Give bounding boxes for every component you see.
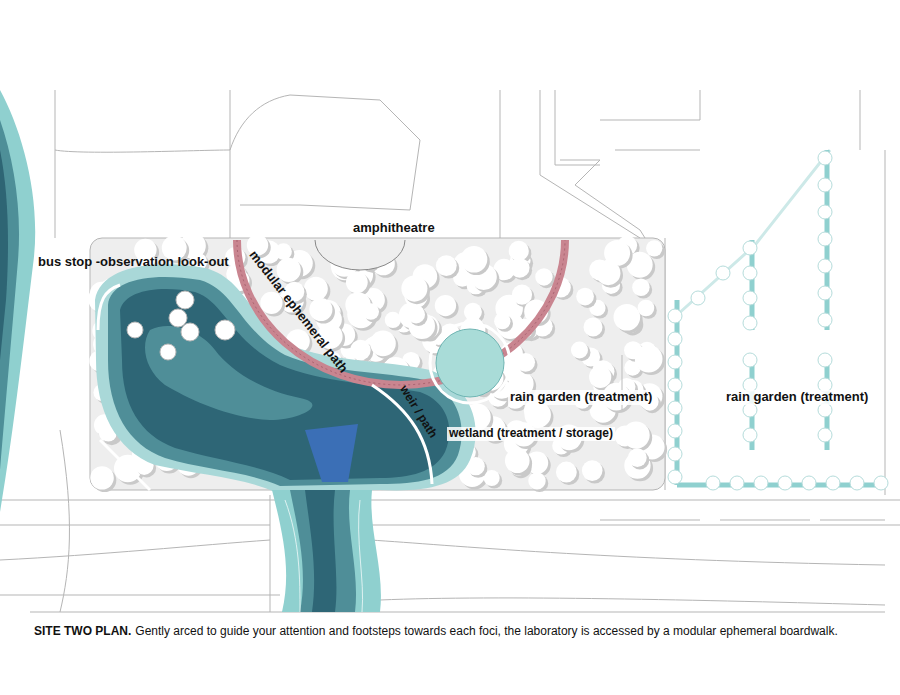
rain-garden-circle: [436, 329, 504, 397]
amphitheatre-shape: [315, 240, 405, 270]
planting-dot: [743, 291, 757, 305]
planting-dot: [874, 476, 888, 490]
tree-canopy: [88, 233, 667, 493]
stream: [272, 490, 381, 612]
boardwalk-modules: [237, 240, 565, 385]
rain-garden-ring: [430, 323, 510, 403]
planting-dot: [850, 476, 864, 490]
tree: [528, 472, 545, 489]
tree: [509, 241, 529, 261]
tree: [632, 279, 649, 296]
rain-garden-label: rain garden (treatment): [724, 390, 870, 405]
planting-dot: [743, 428, 757, 442]
street-lines: [0, 90, 900, 612]
planting-dot: [818, 232, 832, 246]
planting-dot: [818, 428, 832, 442]
planting-dot: [716, 266, 730, 280]
planting-dot: [706, 476, 720, 490]
planting-dot: [818, 403, 832, 417]
tree: [584, 317, 603, 336]
tree: [350, 340, 371, 361]
tree: [646, 240, 662, 256]
rain-garden-grid: [668, 150, 888, 490]
amphitheatre-label: amphitheatre: [353, 221, 435, 236]
planting-dot: [668, 378, 682, 392]
tree: [401, 276, 427, 302]
rain-garden-label: rain garden (treatment): [508, 390, 654, 405]
planting-dot: [818, 178, 832, 192]
tree: [556, 462, 577, 483]
tree: [535, 268, 552, 285]
tree: [435, 295, 456, 316]
tree: [407, 306, 425, 324]
planting-dot: [743, 266, 757, 280]
tree: [362, 303, 379, 320]
planting-dot: [668, 401, 682, 415]
tree: [638, 300, 655, 317]
modular-ephemeral-path: [237, 240, 565, 385]
tree: [582, 460, 603, 481]
tree: [576, 288, 594, 306]
planting-dot: [668, 424, 682, 438]
planting-dot: [754, 476, 768, 490]
tree: [90, 466, 113, 489]
bus-stop-path: [98, 285, 120, 330]
planting-dot: [778, 476, 792, 490]
tree: [461, 246, 488, 273]
tree: [436, 255, 457, 276]
planting-dot: [818, 286, 832, 300]
planting-dot: [743, 241, 757, 255]
tree: [385, 312, 401, 328]
island-trees: [127, 291, 235, 360]
tree: [614, 304, 641, 331]
planting-dot: [743, 403, 757, 417]
tree: [571, 341, 588, 358]
tree: [589, 366, 611, 388]
planting-dot: [818, 259, 832, 273]
tree: [628, 448, 647, 467]
bus-stop-label: bus stop -observation look-out: [38, 255, 229, 270]
planting-dot: [668, 355, 682, 369]
tree: [512, 285, 532, 305]
tree: [505, 448, 530, 473]
planting-dot: [818, 205, 832, 219]
tree: [275, 243, 292, 260]
caption-block: SITE TWO PLAN. Gently arced to guide your…: [34, 623, 879, 639]
planting-dot: [668, 332, 682, 346]
planting-dot: [826, 476, 840, 490]
plan-title: SITE TWO PLAN.: [34, 624, 131, 638]
planting-dot: [818, 353, 832, 367]
planting-dot: [743, 353, 757, 367]
tree: [494, 313, 510, 329]
tree: [346, 271, 368, 293]
tree: [623, 422, 650, 449]
tree: [596, 261, 621, 286]
path-line: [100, 440, 150, 490]
planting-dot: [818, 313, 832, 327]
tree: [516, 353, 535, 372]
tree: [304, 277, 328, 301]
planting-dot: [668, 447, 682, 461]
tree: [635, 345, 663, 373]
planting-dot: [668, 470, 682, 484]
caption-text: Gently arced to guide your attention and…: [135, 624, 837, 638]
planting-dot: [818, 151, 832, 165]
tree: [309, 298, 332, 321]
planting-dot: [668, 309, 682, 323]
wetland-label: wetland (treatment / storage): [447, 427, 615, 441]
planting-dot: [691, 291, 705, 305]
left-water: [0, 90, 35, 512]
tree: [370, 331, 396, 357]
tree: [510, 258, 530, 278]
planting-dot: [743, 316, 757, 330]
planting-dot: [802, 476, 816, 490]
planting-dot: [730, 476, 744, 490]
